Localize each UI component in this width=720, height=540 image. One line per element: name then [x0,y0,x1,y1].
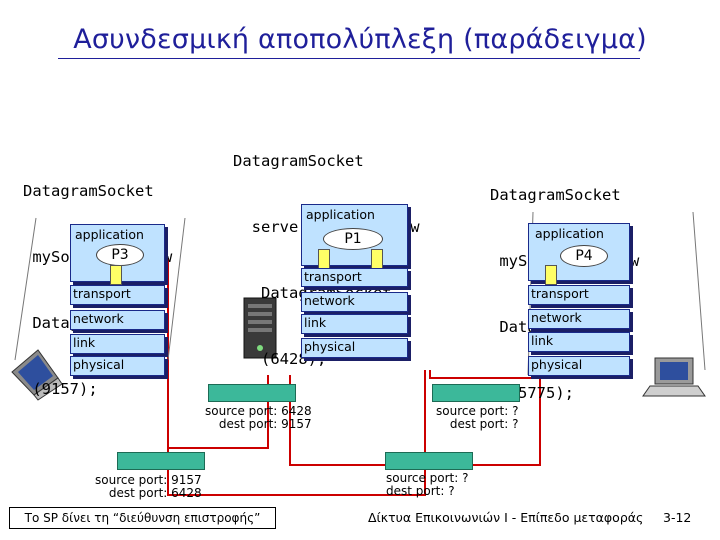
port-6428-b [371,249,383,269]
return-address-note: Το SP δίνει τη “διεύθυνση επιστροφής” [9,507,276,529]
port-6428 [318,249,330,269]
segment-server-to-p3 [208,384,296,402]
left-application-layer: application [70,224,165,282]
right-transport-layer: transport [528,285,630,305]
right-physical-layer: physical [528,356,630,376]
page-number: 3-12 [663,510,692,525]
code-line: DatagramSocket [490,186,621,204]
dest-port-label: dest port: 9157 [218,417,312,431]
left-physical-layer: physical [70,356,165,376]
segment-header: source port: 9157 dest port: 6428 [95,474,202,500]
server-link-layer: link [301,314,408,334]
process-p3: P3 [96,244,144,266]
source-port-label: source port: 6428 [205,404,312,418]
process-label: P1 [344,231,362,247]
application-label: application [306,207,375,222]
right-network-layer: network [528,309,630,329]
process-label: P4 [575,248,593,264]
bottom-wire [210,370,426,496]
code-line: (9157); [23,380,98,398]
right-computer-icon [642,357,706,397]
server-transport-layer: transport [301,268,408,287]
application-label: application [535,226,604,241]
segment-p4-to-server [432,384,520,402]
server-network-layer: network [301,292,408,312]
segment-p3-to-server [117,452,205,470]
dest-port-label: dest port: ? [449,417,519,431]
source-port-label: source port: 9157 [95,473,202,487]
segment-server-to-p4 [385,452,473,470]
right-link-layer: link [528,332,630,352]
source-port-label: source port: ? [386,471,469,485]
process-label: P3 [111,247,129,263]
port-9157 [110,265,122,285]
server-physical-layer: physical [301,338,408,358]
left-network-layer: network [70,310,165,330]
segment-header: source port: ? dest port: ? [386,472,469,498]
left-transport-layer: transport [70,285,165,305]
title-underline [58,58,640,59]
process-p1: P1 [323,228,383,250]
slide-title: Ασυνδεσμική αποπολύπλεξη (παράδειγμα) [73,24,647,55]
left-link-layer: link [70,334,165,354]
source-port-label: source port: ? [436,404,519,418]
left-computer-icon [11,349,63,401]
code-line: DatagramSocket [23,182,154,200]
dest-port-label: dest port: ? [386,484,455,498]
dest-port-label: dest port: 6428 [108,486,202,500]
right-application-layer: application [528,223,630,281]
server-icon [243,297,277,359]
code-line: (5775); [490,384,574,402]
segment-header: source port: ? dest port: ? [436,405,519,431]
course-footer: Δίκτυα Επικοινωνιών Ι - Επίπεδο μεταφορά… [368,510,644,525]
port-5775 [545,265,557,285]
code-line: DatagramSocket [233,152,364,170]
segment-header: source port: 6428 dest port: 9157 [205,405,312,431]
application-label: application [75,227,144,242]
process-p4: P4 [560,245,608,267]
